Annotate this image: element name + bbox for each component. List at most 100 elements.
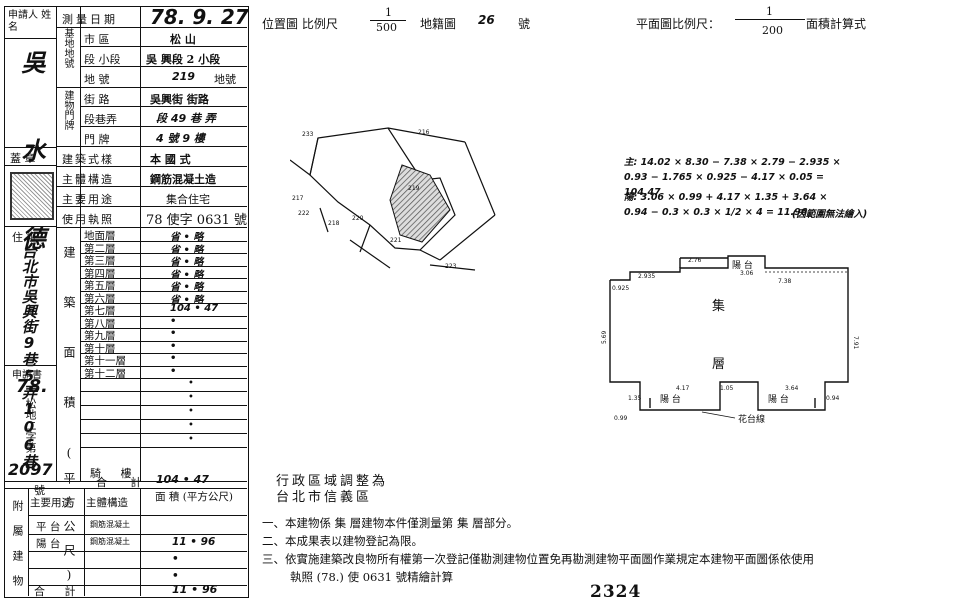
plan-scale-num: 1 xyxy=(766,5,773,18)
annex-side-label: 附屬建物 xyxy=(11,500,24,600)
dim-105: 1.05 xyxy=(720,385,734,392)
lot-label-220: 220 xyxy=(352,215,364,222)
annex-total-label: 合 計 xyxy=(34,585,84,598)
annex-use: 陽 台 xyxy=(36,538,61,550)
date-value: 78. 9. 27 xyxy=(150,5,249,29)
floor-value: • xyxy=(170,340,177,352)
address-value: 台北市吳興街9巷5弄106巷 xyxy=(20,244,38,469)
floor-name: 第四層 xyxy=(84,267,116,280)
map-label: 地籍圖 xyxy=(420,17,457,31)
floors-total-label: 合 計 xyxy=(96,476,152,489)
floor-blank-value: • xyxy=(188,420,194,431)
doc-suffix: 號 xyxy=(34,484,45,497)
doc-no: 2097 xyxy=(8,460,53,479)
floor-blank-value: • xyxy=(188,392,194,403)
note-4: 執照 (78.) 使 0631 號精繪計算 xyxy=(290,570,454,584)
floor-value: • xyxy=(170,328,177,339)
formula-main: 主: 14.02 × 8.30 − 7.38 × 2.79 − 2.935 × … xyxy=(624,157,841,198)
dim-094: 0.94 xyxy=(826,395,840,402)
dim-417: 4.17 xyxy=(676,385,690,392)
plan-scale-den: 200 xyxy=(762,24,783,37)
floor-name: 地面層 xyxy=(84,230,116,242)
plan-note: 花台線 xyxy=(738,413,765,425)
page-number: 2324 xyxy=(590,582,642,602)
calc-label: 面積計算式 xyxy=(806,17,867,31)
dim-0925: 0.925 xyxy=(612,285,629,292)
floor-value: 省 • 略 xyxy=(170,244,204,256)
seal-label: 蓋 章 xyxy=(10,152,36,165)
lot-label-233: 233 xyxy=(302,131,314,138)
plan-label: 平面圖比例尺： xyxy=(636,17,721,31)
admin-line1: 行政區域調整為 xyxy=(276,474,389,489)
floor-value: • xyxy=(170,365,177,377)
annex-use: 平 台 xyxy=(36,521,61,533)
floor-blank-value: • xyxy=(188,406,194,417)
floor-value: 省 • 略 xyxy=(170,294,204,306)
floor-name: 第八層 xyxy=(84,317,116,330)
floor-value: 省 • 略 xyxy=(170,232,204,243)
lot-label-223: 223 xyxy=(445,263,457,270)
top-floor-label: 騎 樓 xyxy=(90,467,140,480)
floor-name: 第三層 xyxy=(84,255,116,267)
annex-struct: 鋼筋混凝土 xyxy=(90,537,130,546)
admin-line2: 台北市信義區 xyxy=(276,490,373,505)
lot-label-216: 216 xyxy=(418,129,430,136)
floor-blank-value: • xyxy=(188,378,194,389)
dim-791: 7.91 xyxy=(852,336,859,350)
bldg-label: 建物門牌 xyxy=(62,90,73,130)
dim-306: 3.06 xyxy=(740,270,754,277)
balcony-bottom-left: 陽 台 xyxy=(660,393,681,405)
annex-head-use: 主要用途 xyxy=(30,497,72,509)
permit-label: 使用執照 xyxy=(62,213,114,226)
city-value: 松 山 xyxy=(170,33,196,46)
door-label: 門 牌 xyxy=(84,133,110,146)
struct-value: 鋼筋混凝土造 xyxy=(150,173,216,186)
doc-sub: 松地二字第 xyxy=(24,398,37,453)
left-table-frame xyxy=(4,6,249,598)
location-scale-num: 1 xyxy=(385,6,392,19)
floor-name: 第十層 xyxy=(84,342,116,355)
map-no: 26 xyxy=(478,13,495,27)
annex-area: 11 • 96 xyxy=(172,536,216,548)
annex-area: • xyxy=(172,570,179,582)
annex-struct: 鋼筋混凝土 xyxy=(90,520,130,529)
annex-area: • xyxy=(172,553,179,565)
annex-total-value: 11 • 96 xyxy=(172,583,218,596)
note-3: 三、依實施建築改良物所有權第一次登記僅勘測建物位置免再勘測建物平面圖作業規定本建… xyxy=(262,552,814,566)
floor-name: 第十二層 xyxy=(84,367,126,380)
lot-value: 219 xyxy=(172,70,195,83)
floor-value: • xyxy=(170,315,177,327)
floor-name: 第五層 xyxy=(84,280,116,292)
location-scale-den: 500 xyxy=(376,21,397,34)
city-label: 市 區 xyxy=(84,33,110,46)
floor-name: 第二層 xyxy=(84,242,116,255)
floor-name: 第六層 xyxy=(84,292,116,305)
note-2: 二、本成果表以建物登記為限。 xyxy=(262,534,423,548)
target-building xyxy=(389,164,451,243)
applicant-doc-no: 78. xyxy=(16,376,48,397)
floors-vertical-label: 建 築 面 積 (平方公尺) xyxy=(62,246,76,594)
permit-value: 78 使字 0631 號 xyxy=(146,213,248,228)
floor-blank-value: • xyxy=(188,434,194,445)
applicant-doc-label: 申請書 xyxy=(12,370,42,381)
balcony-bottom-right: 陽 台 xyxy=(768,393,789,405)
annex-head-struct: 主體構造 xyxy=(86,497,128,509)
base-label: 基地地號 xyxy=(62,28,73,68)
address-label: 住 址 xyxy=(12,231,38,244)
floor-name: 第十一層 xyxy=(84,355,126,367)
plan-label-2: 層 xyxy=(712,357,725,372)
lane-value: 段 49 巷 弄 xyxy=(156,112,216,125)
formula-balcony-note: (因範圍無法繪入) xyxy=(792,209,868,220)
location-label: 位置圖 比例尺 xyxy=(262,17,338,31)
lot-suffix: 地號 xyxy=(214,73,236,86)
plan-label-1: 集 xyxy=(712,298,725,314)
building-outline xyxy=(309,127,456,251)
floor-name: 第七層 xyxy=(84,305,116,317)
door-value: 4 號 9 樓 xyxy=(156,132,205,145)
map-suffix: 號 xyxy=(518,17,531,31)
use-value: 集合住宅 xyxy=(166,193,210,206)
road-value: 吳興街 街路 xyxy=(150,93,209,106)
dim-135: 1.35 xyxy=(628,395,642,402)
floor-value: • xyxy=(170,353,177,364)
lot-label: 地 號 xyxy=(84,73,110,86)
